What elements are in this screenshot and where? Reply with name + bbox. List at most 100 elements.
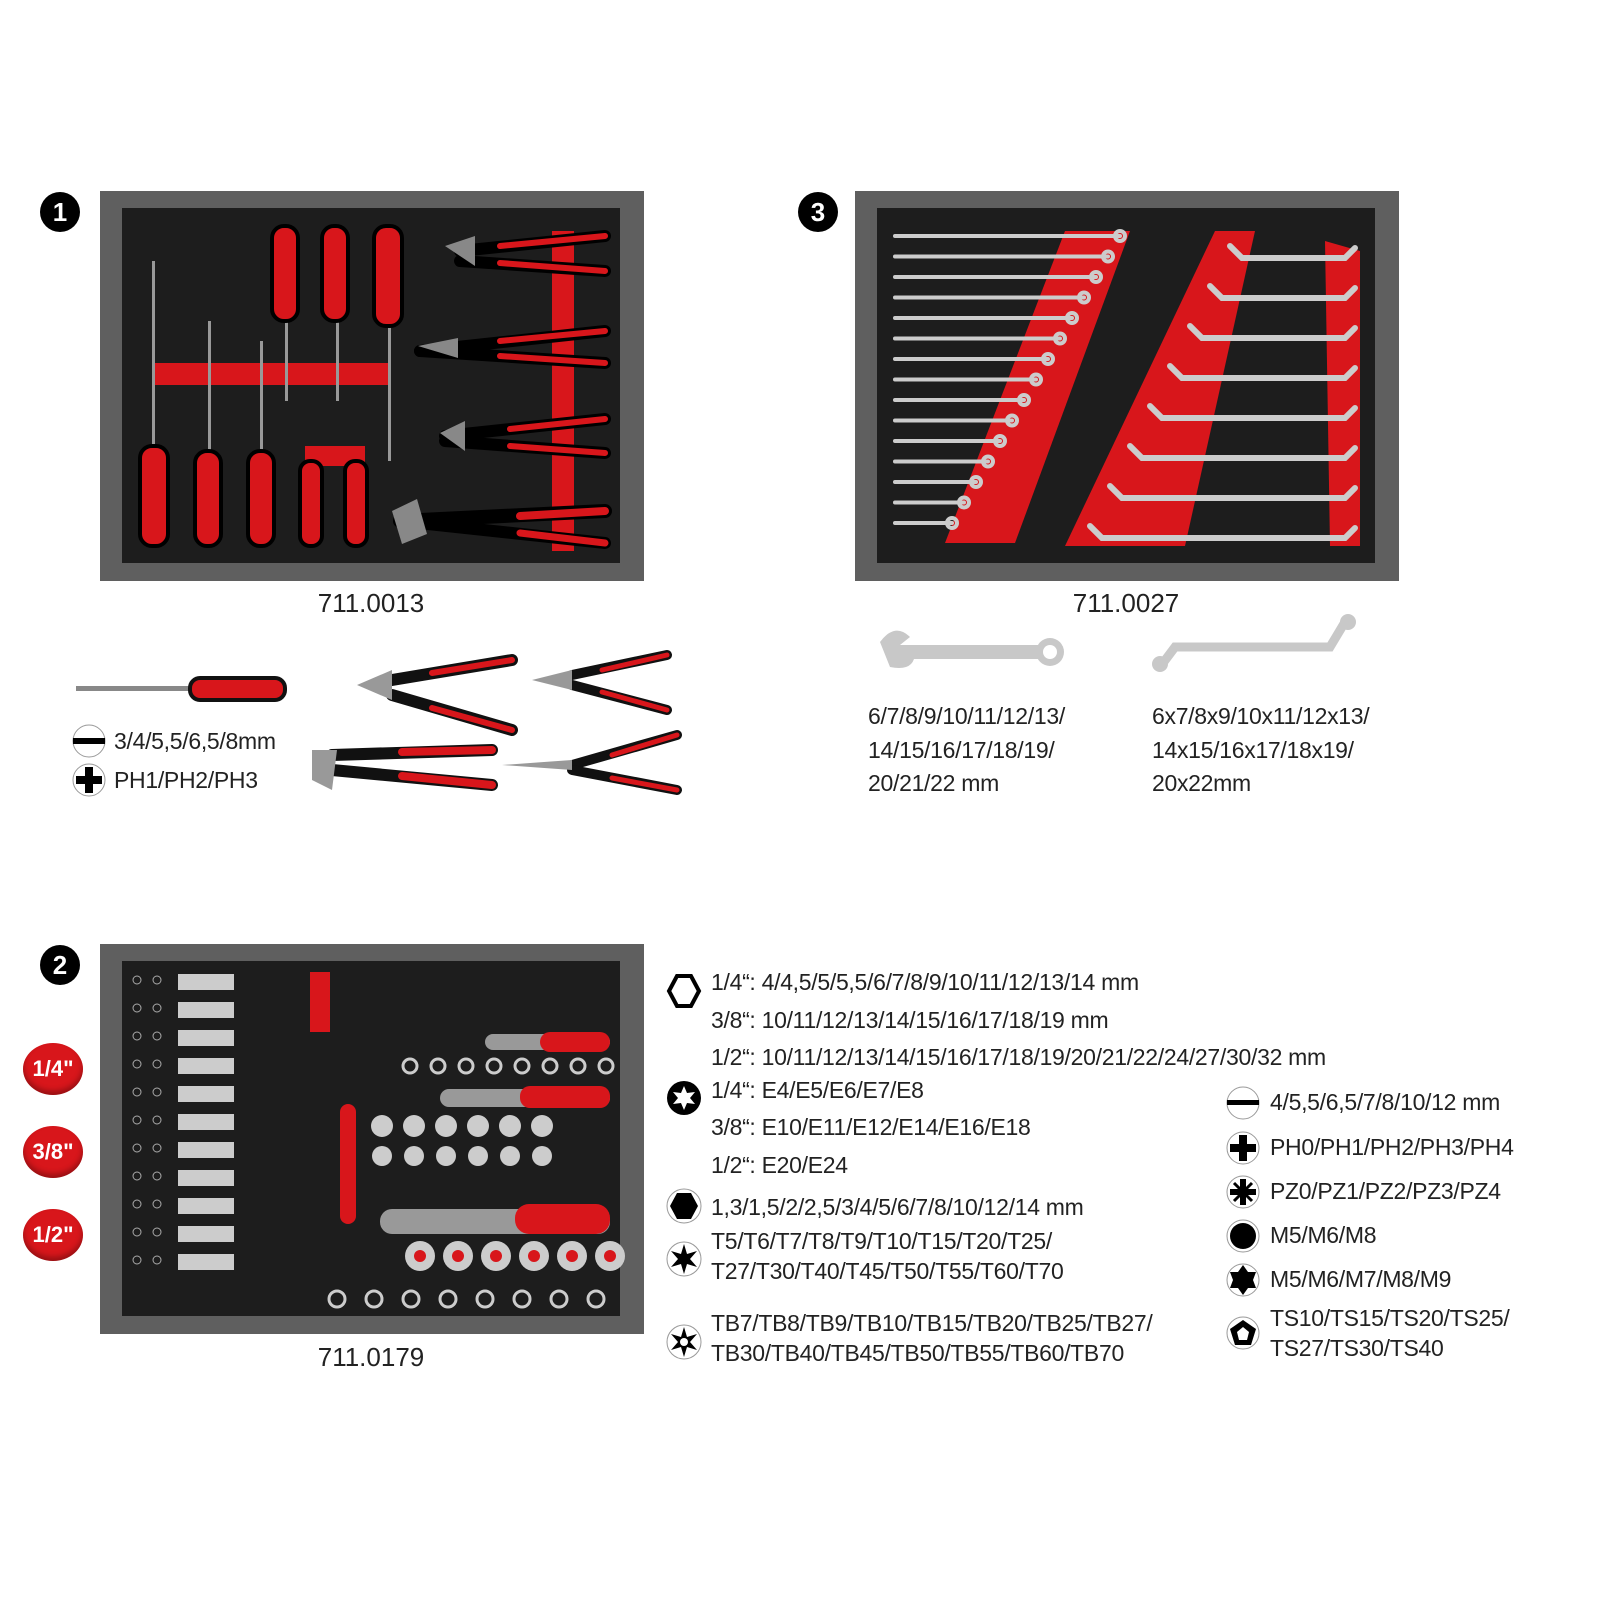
tool-shape [1077, 290, 1091, 305]
tool-shape [1113, 229, 1127, 243]
tool-shape [1187, 323, 1358, 341]
tool-shape [604, 1250, 616, 1262]
drawer-number-badge: 1 [40, 192, 80, 232]
torx-tamper-bit-icon [666, 1324, 702, 1360]
drawer-number-badge: 2 [40, 945, 80, 985]
spec-line: 14/15/16/17/18/19/ [868, 737, 1055, 763]
tool-shape [132, 1031, 142, 1041]
tool-shape [152, 975, 162, 985]
spec-line: 6/7/8/9/10/11/12/13/ [868, 703, 1065, 729]
tool-shape [178, 1114, 234, 1130]
hex-bit-sizes: 1,3/1,5/2/2,5/3/4/5/6/7/8/10/12/14 mm [711, 1194, 1084, 1220]
tool-shape [485, 1057, 503, 1075]
e-torx-sizes-1-2: 1/2“: E20/E24 [711, 1152, 848, 1178]
tool-shape [132, 975, 142, 985]
torq-set-bit-icon [1226, 1316, 1260, 1350]
tool-shape [549, 1289, 569, 1309]
tool-shape [132, 1255, 142, 1265]
tool-shape [178, 1058, 234, 1074]
tool-shape [152, 1031, 162, 1041]
drawer-1-phillips-sizes: PH1/PH2/PH3 [114, 767, 258, 793]
tool-shape [1107, 483, 1358, 501]
tool-shape [429, 1057, 447, 1075]
tool-shape [597, 1057, 615, 1075]
tool-shape [452, 1250, 464, 1262]
drawer-3-wrenches-photo [880, 614, 1356, 672]
drawer-1-tray [100, 191, 644, 581]
torx-tamper-sizes-line-2: TB30/TB40/TB45/TB50/TB55/TB60/TB70 [711, 1340, 1124, 1366]
drawer-3-tools-image [893, 229, 1360, 546]
torx-bit-icon [666, 1241, 702, 1277]
tool-shape [981, 454, 995, 469]
tool-shape [993, 434, 1007, 448]
tool-shape [132, 1227, 142, 1237]
tool-shape [178, 1002, 234, 1018]
tool-shape [327, 1289, 347, 1309]
drawer-1-slotted-sizes: 3/4/5,5/6,5/8mm [114, 728, 276, 754]
tool-shape [152, 1227, 162, 1237]
drive-size-badge: 3/8" [23, 1126, 83, 1178]
tool-shape [403, 1115, 425, 1137]
tool-shape [1017, 393, 1031, 407]
tool-shape [945, 516, 959, 530]
tool-shape [152, 1143, 162, 1153]
tool-shape [178, 1086, 234, 1102]
tool-shape [500, 1146, 520, 1166]
torx-tamper-sizes-line-1: TB7/TB8/TB9/TB10/TB15/TB20/TB25/TB27/ [711, 1310, 1153, 1336]
phillips-bit-icon [1226, 1131, 1260, 1165]
drive-size-badge: 1/4" [23, 1043, 83, 1095]
e-torx-sizes-3-8: 3/8“: E10/E11/E12/E14/E16/E18 [711, 1114, 1031, 1140]
torx-sizes-line-2: T27/T30/T40/T45/T50/T55/T60/T70 [711, 1258, 1064, 1284]
tool-shape [1227, 243, 1358, 261]
tool-shape [178, 1198, 234, 1214]
tool-shape [132, 1171, 142, 1181]
torx-sizes-line-1: T5/T6/T7/T8/T9/T10/T15/T20/T25/ [711, 1228, 1052, 1254]
tool-shape [414, 1250, 426, 1262]
tool-shape [475, 1289, 495, 1309]
tool-shape [132, 1059, 142, 1069]
tool-shape [132, 1143, 142, 1153]
drawer-1-code: 711.0013 [317, 588, 425, 618]
spec-line: 20/21/22 mm [868, 770, 999, 796]
tool-shape [178, 1142, 234, 1158]
tool-shape [528, 1250, 540, 1262]
tool-shape [152, 1171, 162, 1181]
phillips-icon [72, 763, 106, 797]
ribe-bit-icon [1226, 1263, 1260, 1297]
tool-shape [178, 1254, 234, 1270]
tool-shape [532, 1146, 552, 1166]
tool-shape [152, 1199, 162, 1209]
slotted-icon [72, 724, 106, 758]
tool-shape [438, 1289, 458, 1309]
drawer-2-code: 711.0179 [317, 1342, 425, 1372]
slotted-bit-sizes: 4/5,5/6,5/7/8/10/12 mm [1270, 1089, 1500, 1115]
pozidriv-bit-icon [1226, 1175, 1260, 1209]
drawer-number-badge: 3 [798, 192, 838, 232]
spec-line: 14x15/16x17/18x19/ [1152, 737, 1354, 763]
tool-shape [372, 1146, 392, 1166]
phillips-bit-sizes: PH0/PH1/PH2/PH3/PH4 [1270, 1134, 1514, 1160]
tool-shape [1029, 372, 1043, 387]
hex-socket-icon [666, 974, 702, 1008]
tool-shape [132, 1115, 142, 1125]
hex-bit-icon [666, 1188, 702, 1224]
multitooth-bit-sizes: M5/M6/M8 [1270, 1222, 1377, 1248]
tool-shape [436, 1146, 456, 1166]
spec-line: 6x7/8x9/10x11/12x13/ [1152, 703, 1370, 729]
tool-shape [178, 974, 234, 990]
tool-shape [969, 475, 983, 489]
tool-shape [1127, 443, 1358, 461]
tool-shape [152, 1087, 162, 1097]
drawer-2-tools-image [132, 972, 625, 1309]
tool-shape [132, 1199, 142, 1209]
drawer-3-code: 711.0027 [1072, 588, 1180, 618]
tool-shape [566, 1250, 578, 1262]
torq-set-sizes-line-1: TS10/TS15/TS20/TS25/ [1270, 1305, 1510, 1331]
tool-shape [132, 1087, 142, 1097]
hex-socket-sizes-1-4: 1/4“: 4/4,5/5/5,5/6/7/8/9/10/11/12/13/14… [711, 969, 1139, 995]
tool-shape [1147, 403, 1358, 421]
ribe-bit-sizes: M5/M6/M7/M8/M9 [1270, 1266, 1452, 1292]
tool-shape [457, 1057, 475, 1075]
tool-shape [152, 1255, 162, 1265]
tool-shape [513, 1057, 531, 1075]
